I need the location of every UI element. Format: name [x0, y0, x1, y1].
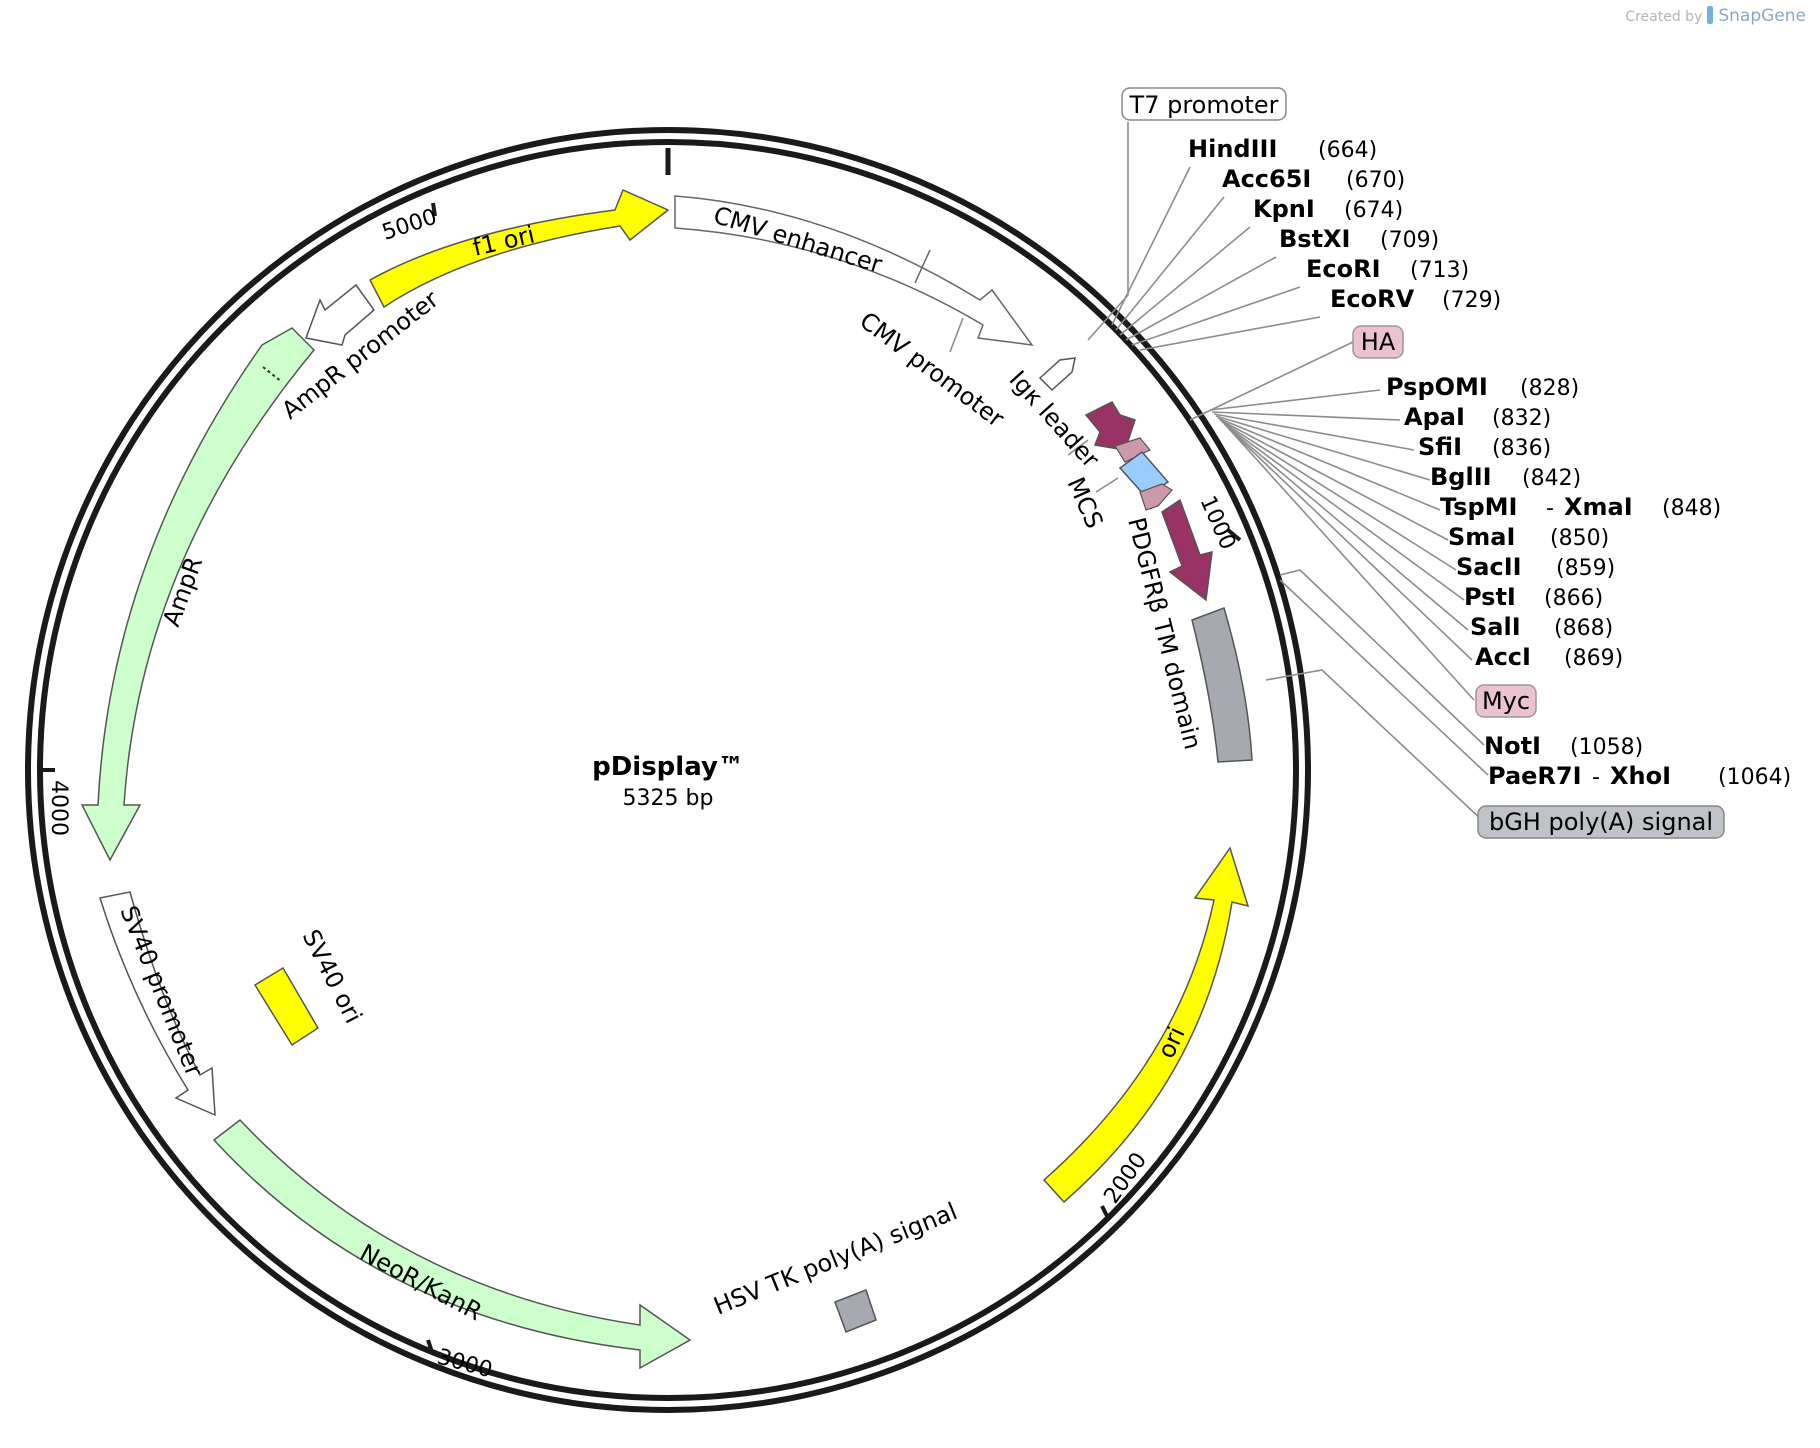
feature-label-f1-ori: f1 ori: [470, 220, 537, 261]
site-acc65i: Acc65I (670): [1222, 165, 1405, 193]
site-kpni-enzyme: KpnI: [1253, 195, 1315, 223]
site-noti-enzyme: NotI: [1484, 732, 1541, 760]
site-ecorv-enzyme: EcoRV: [1330, 285, 1415, 313]
site-acc65i-pos: (670): [1346, 168, 1405, 193]
site-hindiii: HindIII (664): [1188, 135, 1377, 163]
tick-label-4000: 4000: [46, 780, 71, 836]
feature-sv40-promoter: SV40 promoter: [99, 891, 216, 1117]
boxed-label-ha: HA: [1352, 325, 1404, 359]
created-by-text: Created by: [1625, 9, 1703, 25]
site-paer7i-dash: -: [1592, 765, 1600, 790]
site-kpni: KpnI (674): [1253, 195, 1403, 223]
restriction-site-list: HindIII (664) Acc65I (670) KpnI (674) Bs…: [1188, 135, 1791, 790]
site-apai-enzyme: ApaI: [1404, 403, 1465, 431]
site-ecorv-pos: (729): [1442, 288, 1501, 313]
site-psti-enzyme: PstI: [1464, 583, 1516, 611]
boxed-label-t7-text: T7 promoter: [1129, 91, 1279, 119]
site-sacii-pos: (859): [1556, 556, 1615, 581]
snapgene-attribution: Created by SnapGene: [1625, 6, 1806, 26]
snapgene-brand: SnapGene: [1718, 6, 1806, 26]
site-paer7i-xhoi-pos: (1064): [1718, 765, 1791, 790]
site-sfii: SfiI (836): [1418, 433, 1551, 461]
site-acci-enzyme: AccI: [1475, 643, 1531, 671]
plasmid-name: pDisplay™: [592, 752, 744, 782]
boxed-label-myc: Myc: [1475, 684, 1537, 718]
site-ecori-enzyme: EcoRI: [1306, 255, 1381, 283]
site-kpni-pos: (674): [1344, 198, 1403, 223]
site-hindiii-enzyme: HindIII: [1188, 135, 1277, 163]
site-ecorv: EcoRV (729): [1330, 285, 1501, 313]
site-pspomi-enzyme: PspOMI: [1386, 373, 1488, 401]
site-xhoi-enzyme: XhoI: [1610, 762, 1671, 790]
site-bstxi-pos: (709): [1380, 228, 1439, 253]
site-pspomi-pos: (828): [1520, 376, 1579, 401]
site-tspmi-enzyme: TspMI: [1440, 493, 1517, 521]
feature-igk-leader: Igκ leader: [1004, 365, 1151, 473]
site-ecori: EcoRI (713): [1306, 255, 1469, 283]
site-psti-pos: (866): [1544, 586, 1603, 611]
site-bstxi: BstXI (709): [1279, 225, 1439, 253]
feature-sv40-ori: SV40 ori: [253, 925, 367, 1047]
boxed-label-ha-text: HA: [1361, 328, 1396, 356]
site-sfii-enzyme: SfiI: [1418, 433, 1462, 461]
site-pspomi: PspOMI (828): [1386, 373, 1579, 401]
feature-label-mcs: MCS: [1062, 473, 1109, 533]
site-smai-enzyme: SmaI: [1448, 523, 1515, 551]
site-tspmi-xmai-pos: (848): [1662, 496, 1721, 521]
boxed-label-t7-promoter: T7 promoter: [1121, 87, 1287, 121]
site-smai-pos: (850): [1550, 526, 1609, 551]
feature-t7-promoter-arrow: [1038, 357, 1076, 392]
site-sali-pos: (868): [1554, 616, 1613, 641]
site-acc65i-enzyme: Acc65I: [1222, 165, 1311, 193]
feature-hsv-tk-polya: HSV TK poly(A) signal: [710, 1197, 961, 1333]
snapgene-logo-icon: [1707, 6, 1714, 24]
site-psti: PstI (866): [1464, 583, 1603, 611]
site-tspmi-xmai: TspMI - XmaI (848): [1440, 493, 1721, 521]
feature-f1-ori: f1 ori: [368, 188, 670, 309]
site-paer7i-xhoi: PaeR7I - XhoI (1064): [1488, 762, 1791, 790]
site-tspmi-dash: -: [1546, 496, 1554, 521]
site-acci: AccI (869): [1475, 643, 1623, 671]
feature-label-sv40-promoter: SV40 promoter: [114, 902, 208, 1081]
site-hindiii-pos: (664): [1318, 138, 1377, 163]
site-bglii-pos: (842): [1522, 466, 1581, 491]
site-noti: NotI (1058): [1484, 732, 1643, 760]
site-noti-pos: (1058): [1570, 735, 1643, 760]
feature-ori: ori: [1042, 846, 1250, 1204]
feature-cmv-enhancer: CMV enhancer: [674, 195, 1034, 346]
site-smai: SmaI (850): [1448, 523, 1609, 551]
feature-ampr: AmpR: [80, 327, 316, 862]
site-bglii: BglII (842): [1430, 463, 1581, 491]
site-sacii-enzyme: SacII: [1456, 553, 1522, 581]
site-bglii-enzyme: BglII: [1430, 463, 1492, 491]
site-sali-enzyme: SalI: [1470, 613, 1521, 641]
boxed-label-bgh-text: bGH poly(A) signal: [1489, 808, 1713, 836]
site-acci-pos: (869): [1564, 646, 1623, 671]
backbone-outer-ring: [25, 127, 1311, 1413]
plasmid-size: 5325 bp: [623, 786, 714, 811]
site-bstxi-enzyme: BstXI: [1279, 225, 1350, 253]
site-apai-pos: (832): [1492, 406, 1551, 431]
feature-neor-kanr: NeoR/KanR: [212, 1118, 692, 1370]
site-apai: ApaI (832): [1404, 403, 1551, 431]
boxed-label-bgh: bGH poly(A) signal: [1477, 805, 1725, 839]
site-ecori-pos: (713): [1410, 258, 1469, 283]
boxed-label-myc-text: Myc: [1482, 687, 1530, 715]
site-xmai-enzyme: XmaI: [1564, 493, 1633, 521]
site-sali: SalI (868): [1470, 613, 1613, 641]
site-sfii-pos: (836): [1492, 436, 1551, 461]
feature-bgh-polya-block: [1191, 607, 1253, 763]
leader-lines: [1087, 122, 1489, 823]
tick-4000: 4000: [40, 768, 71, 836]
site-paer7i-enzyme: PaeR7I: [1488, 762, 1582, 790]
site-sacii: SacII (859): [1456, 553, 1615, 581]
